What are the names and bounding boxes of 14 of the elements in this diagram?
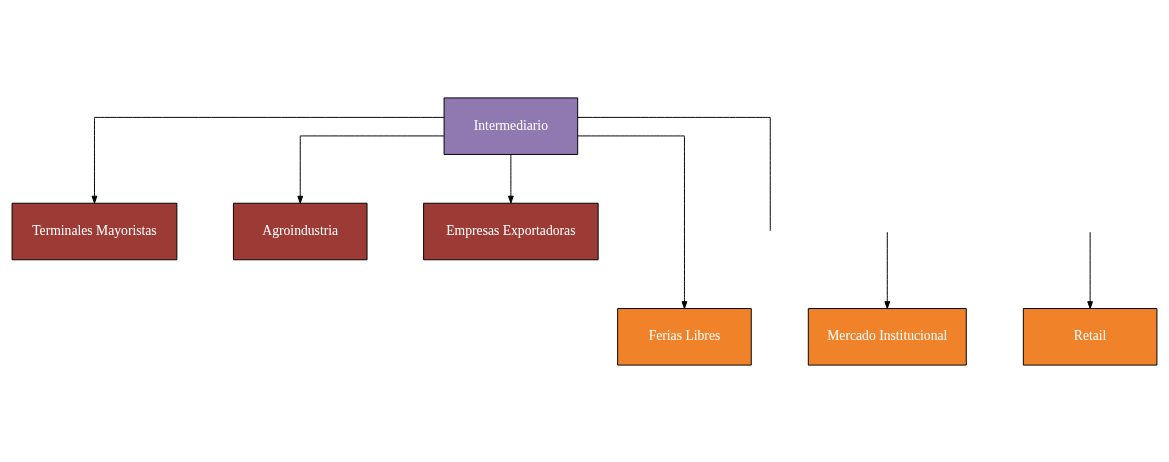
node-box: Mercado Institucional	[807, 307, 967, 366]
node-box: Empresas Exportadoras	[423, 202, 599, 260]
arrow	[508, 153, 514, 203]
node-box: Agroindustria	[232, 202, 368, 260]
node-box: Retail	[1022, 307, 1158, 366]
arrow	[1087, 231, 1093, 309]
arrow	[297, 134, 445, 204]
arrow	[577, 134, 688, 309]
node-box: Terminales Mayoristas	[11, 202, 178, 260]
node-box: Ferias Libres	[617, 307, 752, 366]
node-box: Intermediario	[443, 96, 579, 155]
arrow	[91, 116, 445, 203]
connector	[577, 116, 771, 231]
arrow	[884, 231, 891, 309]
